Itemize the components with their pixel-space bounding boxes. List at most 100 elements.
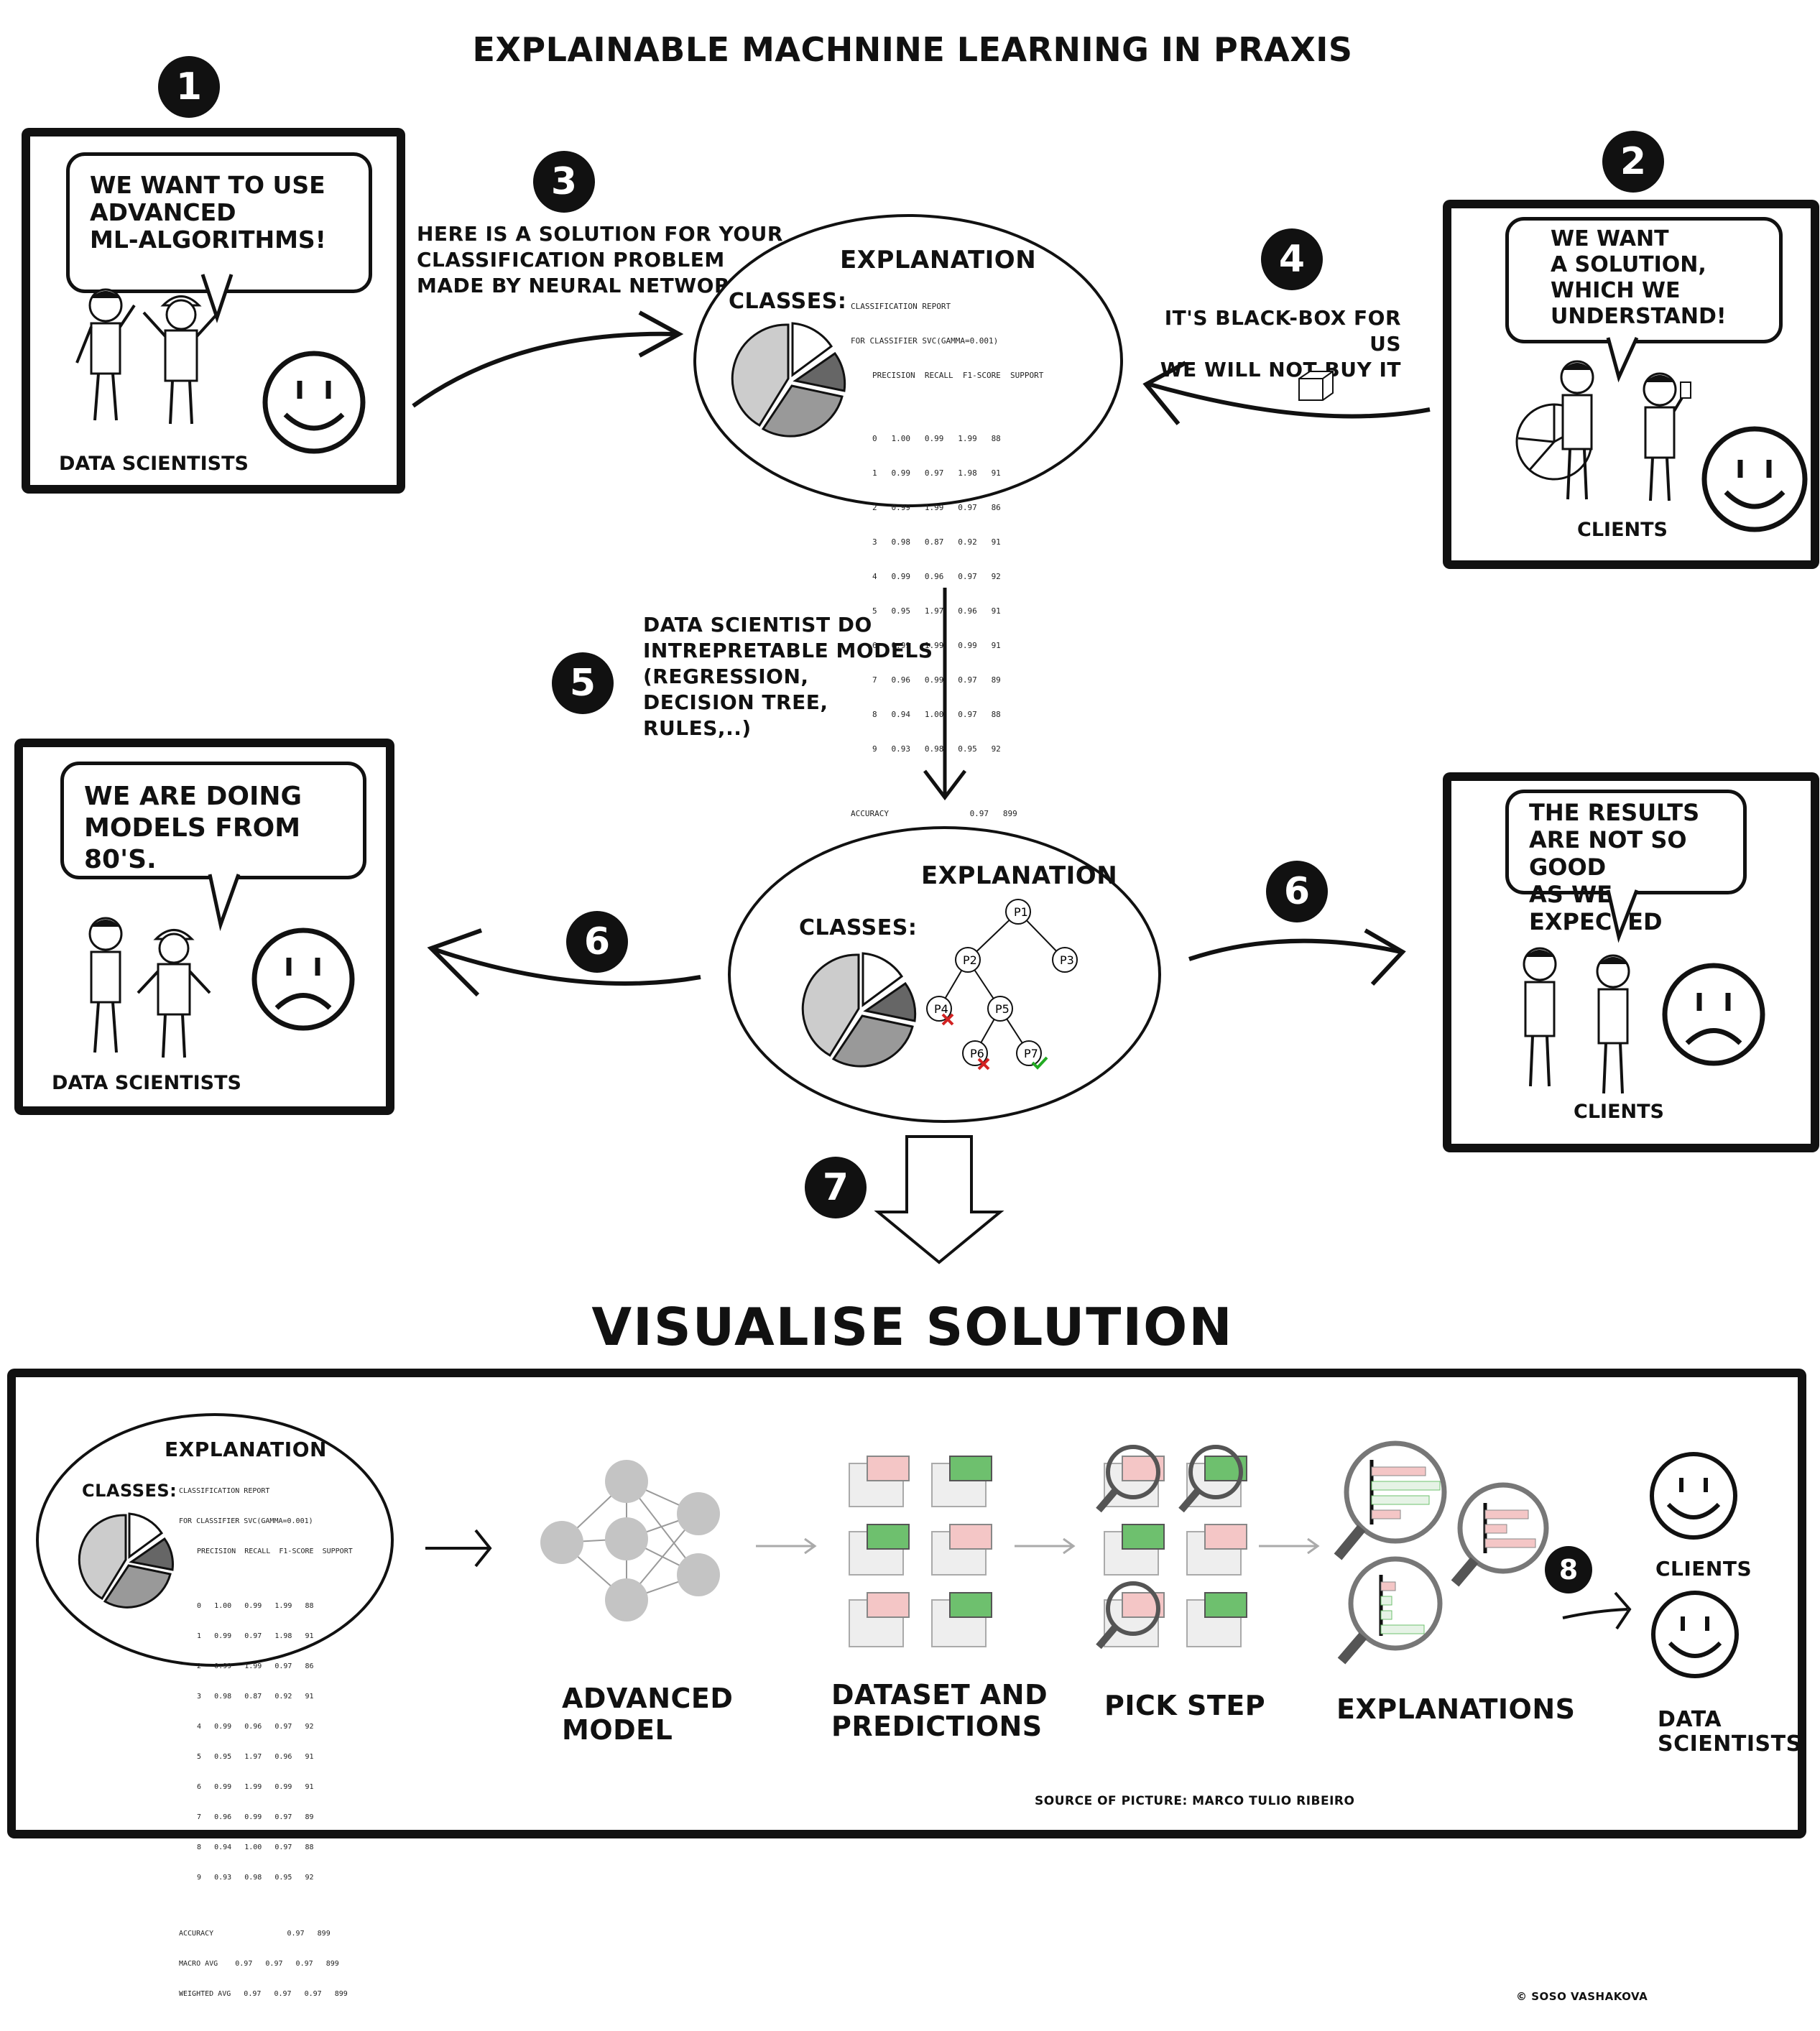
report-line: FOR CLASSIFIER SVC(GAMMA=0.001)	[851, 336, 999, 346]
engineer-figure	[137, 929, 211, 1058]
pie-chart-icon	[801, 952, 917, 1068]
tree-node: P2	[955, 947, 981, 973]
step-badge-3: 3	[533, 151, 595, 213]
label-line: MODEL	[562, 1714, 673, 1746]
speech-bubble: WE WANT A SOLUTION, WHICH WE UNDERSTAND!	[1505, 217, 1783, 343]
step-badge-1: 1	[158, 56, 220, 118]
speech-tail	[1606, 336, 1639, 383]
text-line: CLASSIFICATION PROBLEM	[417, 248, 725, 272]
happy-face-icon	[262, 351, 366, 454]
panel-data-scientists-happy: WE WANT TO USE ADVANCED ML-ALGORITHMS! D…	[22, 128, 405, 494]
decision-tree-icon: P1 P2 P3 P4 P5 P6 P7	[926, 899, 1078, 1070]
oval-title: EXPLANATION	[921, 861, 1118, 890]
tree-node: P5	[987, 996, 1013, 1022]
report-row: 7 0.96 0.99 0.97 89	[872, 675, 1001, 685]
pick-step-icon	[1096, 1445, 1247, 1650]
data-scientists-label: DATA SCIENTISTS	[1658, 1708, 1802, 1757]
explanation-oval-neural: EXPLANATION CLASSES: CLASSIFICATION REPO…	[693, 214, 1123, 887]
visualise-title: VISUALISE SOLUTION	[591, 1297, 1234, 1357]
classification-report: CLASSIFICATION REPORT FOR CLASSIFIER SVC…	[179, 1466, 353, 2020]
svg-text:P3: P3	[1060, 953, 1074, 967]
arrow-right	[1562, 1591, 1632, 1630]
report-row: 4 0.99 0.96 0.97 92	[872, 572, 1001, 581]
neural-network-icon	[540, 1460, 720, 1621]
speech-tail	[208, 874, 241, 932]
text-line: DECISION TREE,	[643, 690, 828, 714]
panel-data-scientists-sad: WE ARE DOING MODELS FROM 80'S. DATA SCIE…	[14, 739, 394, 1115]
speech-line: WE ARE DOING	[84, 782, 302, 811]
panel-caption: CLIENTS	[1577, 519, 1668, 541]
page-title: EXPLAINABLE MACHNINE LEARNING IN PRAXIS	[472, 30, 1353, 69]
svg-text:P5: P5	[995, 1002, 1010, 1016]
happy-face-icon	[1650, 1452, 1737, 1540]
person-figure	[1523, 947, 1557, 1087]
label-line: PREDICTIONS	[831, 1711, 1043, 1742]
step-label-pick-step: PICK STEP	[1104, 1690, 1265, 1721]
report-line: PRECISION RECALL F1-SCORE SUPPORT	[197, 1547, 353, 1555]
speech-bubble: WE ARE DOING MODELS FROM 80'S.	[60, 762, 366, 879]
person-figure	[88, 917, 123, 1053]
speech-line: WE WANT	[1551, 226, 1669, 251]
svg-text:P6: P6	[970, 1047, 984, 1060]
speech-line: ADVANCED	[90, 198, 236, 226]
report-row: 6 0.99 1.99 0.99 91	[197, 1783, 314, 1791]
step-badge-7: 7	[805, 1157, 867, 1218]
report-row: 5 0.95 1.97 0.96 91	[872, 606, 1001, 616]
step-label-advanced-model: ADVANCED MODEL	[562, 1683, 733, 1746]
person-figure	[1560, 360, 1594, 500]
dataset-icon	[849, 1456, 992, 1647]
report-row: 5 0.95 1.97 0.96 91	[197, 1753, 314, 1761]
text-line: HERE IS A SOLUTION FOR YOUR	[417, 222, 783, 246]
cross-icon	[941, 1013, 954, 1026]
report-row: 7 0.96 0.99 0.97 89	[197, 1813, 314, 1821]
panel-caption: DATA SCIENTISTS	[59, 453, 249, 475]
panel-caption: CLIENTS	[1574, 1101, 1664, 1123]
report-footer: ACCURACY 0.97 899	[179, 1930, 331, 1938]
arrow-to-oval	[412, 310, 684, 408]
tree-node: P4	[926, 996, 952, 1022]
step-badge-5: 5	[552, 652, 614, 714]
text-line: IT'S BLACK-BOX FOR US	[1164, 306, 1401, 356]
arrow-right	[1259, 1537, 1320, 1555]
step-badge-8: 8	[1545, 1546, 1592, 1593]
text-line: WE WILL NOT BUY IT	[1160, 358, 1401, 381]
report-row: 3 0.98 0.87 0.92 91	[872, 537, 1001, 547]
sad-face-icon	[251, 927, 355, 1031]
magnifier-icon	[1334, 1440, 1447, 1560]
report-line: PRECISION RECALL F1-SCORE SUPPORT	[872, 371, 1044, 380]
step-4-text: IT'S BLACK-BOX FOR US WE WILL NOT BUY IT	[1157, 305, 1401, 383]
check-icon	[1031, 1056, 1048, 1070]
text-line: RULES,..)	[643, 716, 752, 740]
explanation-oval-bottom: EXPLANATION CLASSES: CLASSIFICATION REPO…	[36, 1413, 394, 1998]
speech-bubble: WE WANT TO USE ADVANCED ML-ALGORITHMS!	[66, 152, 372, 293]
arrow-right	[1015, 1537, 1076, 1555]
cross-icon	[977, 1058, 990, 1070]
person-figure	[75, 288, 136, 421]
clients-label: CLIENTS	[1655, 1557, 1752, 1581]
report-row: 2 0.99 1.99 0.97 86	[872, 503, 1001, 512]
classes-label: CLASSES:	[82, 1481, 177, 1501]
speech-tail	[1606, 889, 1639, 943]
report-row: 4 0.99 0.96 0.97 92	[197, 1723, 314, 1731]
speech-line: UNDERSTAND!	[1551, 304, 1727, 329]
sad-face-icon	[1662, 963, 1765, 1066]
magnifier-icon	[1451, 1482, 1549, 1587]
speech-line: ML-ALGORITHMS!	[90, 226, 326, 254]
person-figure	[1643, 372, 1691, 501]
magnifier-icon	[1096, 1581, 1160, 1650]
label-line: DATASET AND	[831, 1679, 1048, 1711]
arrow-right	[756, 1537, 817, 1555]
panel-clients-sad: THE RESULTS ARE NOT SO GOOD AS WE EXPECT…	[1443, 772, 1819, 1152]
speech-line: AS WE EXPECTED	[1529, 881, 1663, 935]
step-badge-6-left: 6	[566, 911, 628, 973]
classes-label: CLASSES:	[799, 915, 918, 940]
speech-line: A SOLUTION,	[1551, 252, 1706, 277]
panel-clients-happy: WE WANT A SOLUTION, WHICH WE UNDERSTAND!…	[1443, 200, 1819, 569]
report-line: CLASSIFICATION REPORT	[179, 1487, 270, 1495]
svg-text:P1: P1	[1014, 905, 1028, 919]
magnifier-icon	[1337, 1556, 1443, 1665]
report-footer: WEIGHTED AVG 0.97 0.97 0.97 899	[179, 1990, 348, 1998]
report-row: 0 1.00 0.99 1.99 88	[197, 1602, 314, 1610]
oval-title: EXPLANATION	[840, 246, 1037, 274]
step-label-explanations: EXPLANATIONS	[1336, 1693, 1576, 1725]
